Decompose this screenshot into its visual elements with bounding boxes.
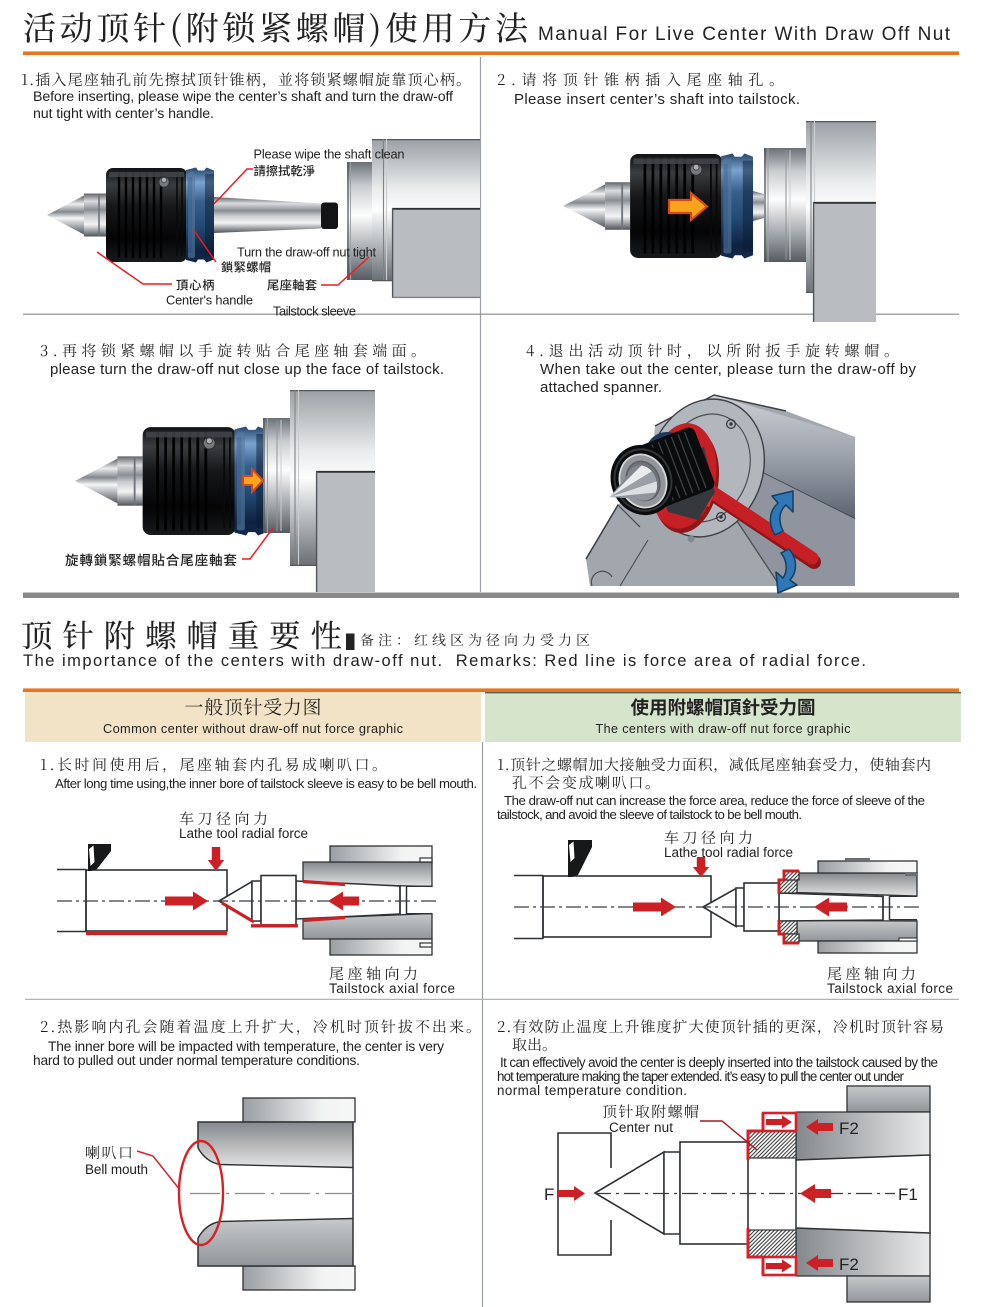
svg-text:F: F bbox=[544, 1185, 554, 1204]
svg-text:The draw-off nut can increase: The draw-off nut can increase the force … bbox=[504, 793, 925, 808]
svg-text:hot temperature making the tap: hot temperature making the taper extende… bbox=[497, 1069, 905, 1084]
svg-text:please turn the draw-off nut c: please turn the draw-off nut close up th… bbox=[50, 361, 444, 378]
svg-text:F1: F1 bbox=[898, 1185, 918, 1204]
svg-text:Manual For Live Center With Dr: Manual For Live Center With Draw Off Nut bbox=[538, 24, 951, 45]
svg-text:F2: F2 bbox=[839, 1119, 859, 1138]
svg-text:F2: F2 bbox=[839, 1255, 859, 1274]
svg-text:The inner bore will be impacte: The inner bore will be impacted with tem… bbox=[48, 1039, 444, 1054]
svg-text:After long time using,the inne: After long time using,the inner bore of … bbox=[55, 776, 477, 791]
svg-text:Common center without draw-off: Common center without draw-off nut force… bbox=[103, 721, 404, 736]
svg-text:normal temperature condition.: normal temperature condition. bbox=[497, 1083, 687, 1098]
svg-text:Before inserting, please wipe: Before inserting, please wipe the center… bbox=[33, 89, 453, 105]
svg-text:Tailstock axial force: Tailstock axial force bbox=[329, 981, 455, 996]
svg-text:nut tight with center’s handle: nut tight with center’s handle. bbox=[33, 106, 214, 122]
svg-text:Bell mouth: Bell mouth bbox=[85, 1162, 148, 1177]
svg-text:Please wipe the shaft clean: Please wipe the shaft clean bbox=[254, 146, 405, 161]
svg-text:Turn the draw-off nut tight: Turn the draw-off nut tight bbox=[237, 245, 376, 260]
svg-text:tailstock, and avoid the sleev: tailstock, and avoid the sleeve of tails… bbox=[497, 807, 802, 822]
svg-text:Center's handle: Center's handle bbox=[166, 293, 253, 308]
svg-text:Lathe tool radial force: Lathe tool radial force bbox=[179, 826, 308, 841]
svg-text:The centers with draw-off nut: The centers with draw-off nut force grap… bbox=[596, 722, 851, 736]
svg-text:hard to pulled out under norm: hard to pulled out under normal temperat… bbox=[33, 1053, 360, 1068]
svg-text:It can effectively avoid the c: It can effectively avoid the center is d… bbox=[500, 1055, 938, 1070]
svg-text:Tailstock sleeve: Tailstock sleeve bbox=[273, 304, 356, 319]
svg-text:When take out the center, plea: When take out the center, please turn th… bbox=[540, 361, 917, 378]
svg-text:attached spanner.: attached spanner. bbox=[540, 379, 662, 396]
svg-text:Tailstock axial force: Tailstock axial force bbox=[827, 981, 953, 996]
svg-text:Please insert center’s shaft i: Please insert center’s shaft into tailst… bbox=[514, 91, 800, 108]
svg-text:The importance of the centers: The importance of the centers with draw-… bbox=[23, 652, 866, 670]
svg-text:Lathe tool radial force: Lathe tool radial force bbox=[664, 845, 793, 860]
svg-text:Center nut: Center nut bbox=[609, 1120, 673, 1135]
